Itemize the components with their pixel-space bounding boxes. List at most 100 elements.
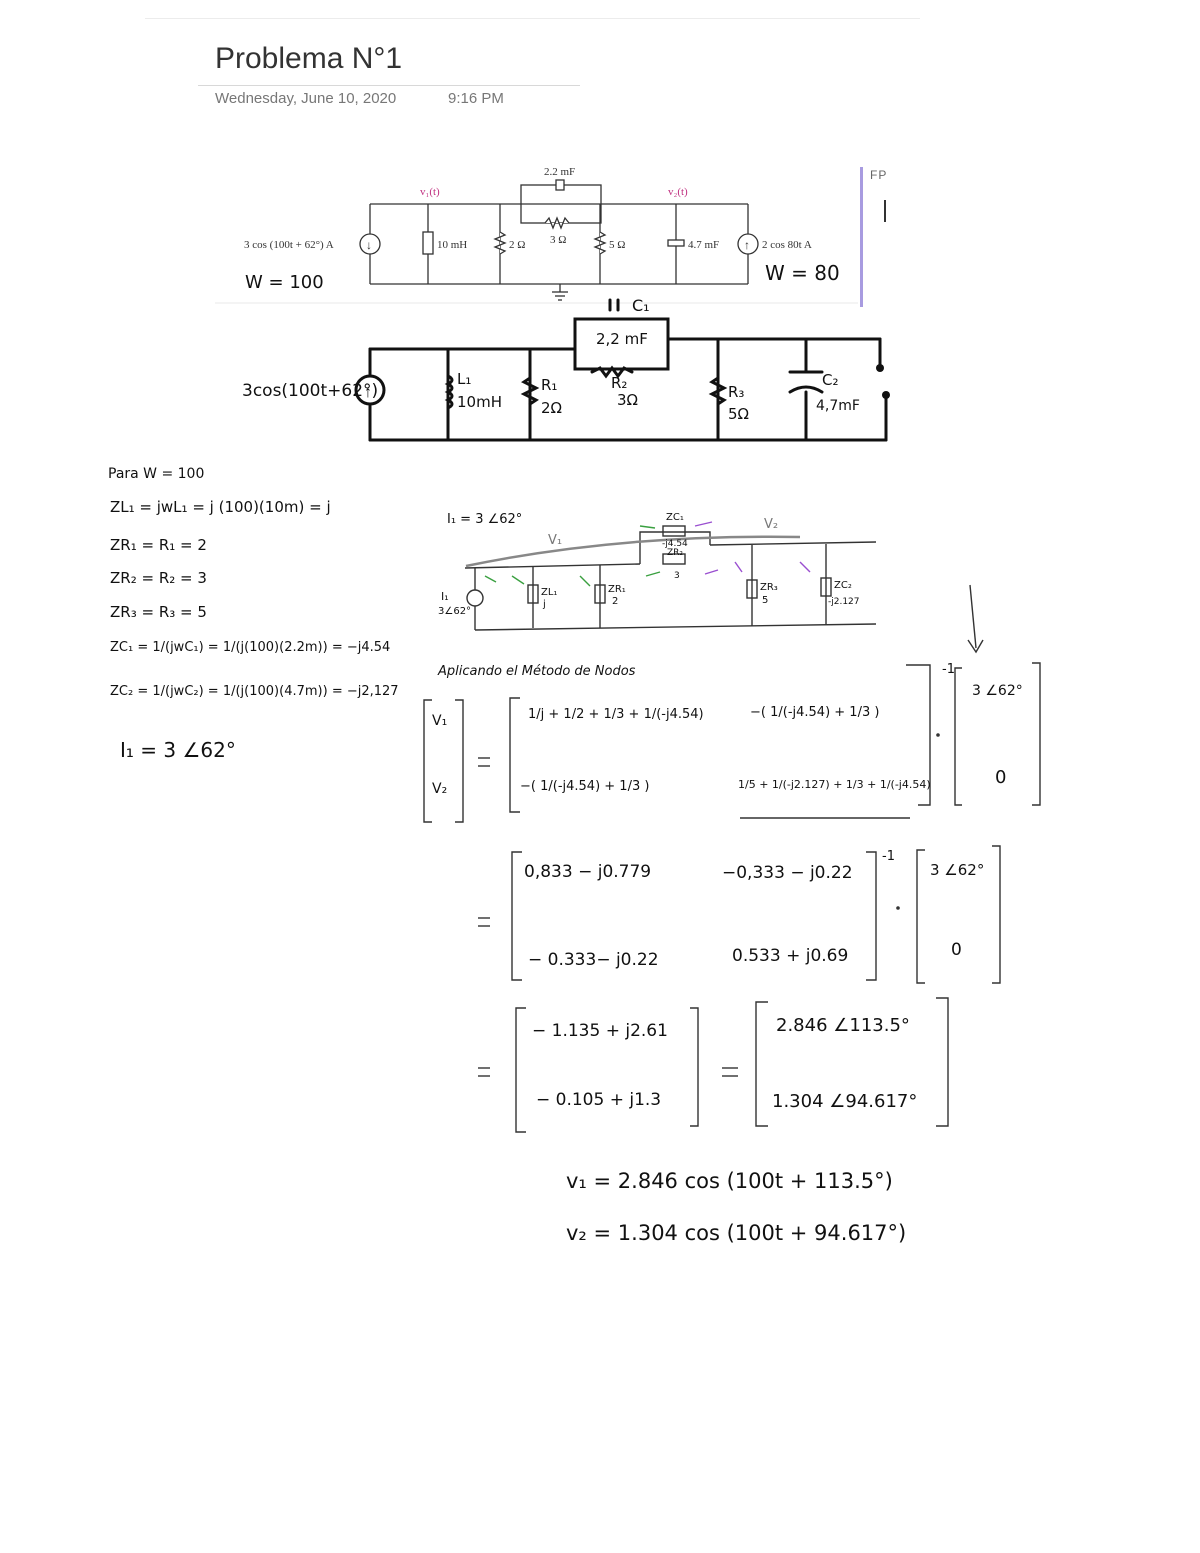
sketch-source-label: I₁: [441, 590, 449, 603]
numeric-matrix-equation: 0,833 − j0.779 −0,333 − j0.22 − 0.333− j…: [478, 845, 1001, 984]
numeric-m12: −0,333 − j0.22: [722, 863, 853, 883]
r3-name: R₃: [728, 383, 744, 401]
page-date: Wednesday, June 10, 2020: [215, 90, 397, 107]
dot-operator: [936, 733, 940, 737]
text-caret: [884, 200, 886, 222]
resistor-r1-symbol: [493, 231, 507, 255]
sketch-current: I₁ = 3 ∠62°: [447, 512, 522, 527]
vector-v1: V₁: [432, 713, 447, 729]
c2-label: 4.7 mF: [688, 239, 719, 251]
r2-name: R₂: [611, 374, 627, 392]
r1-name: R₁: [541, 376, 557, 394]
r1-label: 2 Ω: [509, 239, 525, 251]
sketch-zc1-val: -j4.54: [662, 539, 688, 549]
sketch-zl1: ZL₁: [541, 587, 557, 598]
sketch-v1: V₁: [548, 533, 562, 548]
sketch-zc2: ZC₂: [834, 580, 852, 591]
matrix-a12: −( 1/(-j4.54) + 1/3 ): [750, 705, 879, 720]
c1-name: C₁: [632, 296, 650, 315]
omega-left: W = 100: [245, 272, 324, 293]
numeric-b2: 0: [951, 940, 962, 960]
sketch-zr2: ZR₂: [667, 548, 683, 558]
r3-value: 5Ω: [728, 405, 749, 423]
final-answers: v₁ = 2.846 cos (100t + 113.5°) v₂ = 1.30…: [566, 1169, 906, 1245]
matrix-a21: −( 1/(-j4.54) + 1/3 ): [520, 779, 649, 794]
resistor-r3-symbol: [593, 231, 607, 255]
l1-name: L₁: [457, 370, 471, 388]
r3-label: 5 Ω: [609, 239, 625, 251]
side-tag: FP: [870, 168, 888, 182]
source-right-arrow: ↑: [744, 238, 750, 252]
sketch-zl1-val: j: [542, 599, 546, 610]
matrix-a22: 1/5 + 1/(-j2.127) + 1/3 + 1/(-j4.54): [738, 778, 931, 791]
method-label: Aplicando el Método de Nodos: [437, 664, 636, 679]
impedance-line-1: ZL₁ = jwL₁ = j (100)(10m) = j: [110, 498, 331, 516]
c2-name: C₂: [822, 371, 839, 389]
numeric-b1: 3 ∠62°: [930, 861, 984, 879]
final-line-1: v₁ = 2.846 cos (100t + 113.5°): [566, 1169, 893, 1193]
title-divider: [198, 85, 580, 86]
current-source-left: [359, 233, 381, 255]
nodal-matrix-equation: Aplicando el Método de Nodos V₁ V₂ 1/j +…: [423, 662, 1041, 823]
source-left-arrow: ↓: [366, 238, 372, 252]
numeric-m21: − 0.333− j0.22: [528, 950, 659, 970]
result-p2: 1.304 ∠94.617°: [772, 1091, 917, 1112]
impedance-heading: Para W = 100: [108, 466, 204, 482]
capacitor-c2-symbol: [667, 239, 685, 247]
result-vectors: − 1.135 + j2.61 − 0.105 + j1.3 2.846 ∠11…: [478, 997, 949, 1133]
v1-label: v₁(t): [420, 186, 440, 198]
impedance-block: Para W = 100 ZL₁ = jwL₁ = j (100)(10m) =…: [108, 466, 399, 762]
numeric-inverse: -1: [882, 849, 895, 864]
capacitor-c1-symbol: [555, 179, 565, 191]
redrawn-circuit: ↑ 3cos(100t+62°) L₁ 10mH R₁ 2Ω C₁ 2,2 mF…: [242, 296, 890, 442]
impedance-current: I₁ = 3 ∠62°: [120, 738, 236, 762]
inductor-label: 10 mH: [437, 239, 467, 251]
c2-value: 4,7mF: [816, 398, 860, 414]
r2-label: 3 Ω: [550, 234, 566, 246]
impedance-line-3: ZR₂ = R₂ = 3: [110, 569, 207, 587]
r2-value: 3Ω: [617, 391, 638, 409]
result-r2: − 0.105 + j1.3: [536, 1090, 661, 1110]
sketch-zr1-val: 2: [612, 596, 618, 607]
page-title: Problema N°1: [215, 42, 403, 75]
node-sketch: I₁ = 3 ∠62° V₁ V₂ I₁ 3∠62° ZL₁ j ZR₁ 2 Z…: [438, 512, 984, 654]
final-line-2: v₂ = 1.304 cos (100t + 94.617°): [566, 1221, 906, 1245]
dot-operator-2: [896, 906, 900, 910]
l1-value: 10mH: [457, 393, 502, 411]
impedance-line-2: ZR₁ = R₁ = 2: [110, 536, 207, 554]
impedance-line-6: ZC₂ = 1/(jwC₂) = 1/(j(100)(4.7m)) = −j2,…: [110, 684, 399, 699]
vector-b1: 3 ∠62°: [972, 683, 1023, 699]
vector-v2: V₂: [432, 781, 447, 797]
redrawn-source: [354, 374, 386, 406]
resistor-r2-symbol: [544, 216, 570, 230]
side-bar: [860, 167, 863, 307]
page-time: 9:16 PM: [448, 90, 504, 107]
redrawn-source-arrow: ↑: [364, 384, 372, 401]
inductor-symbol: [422, 231, 434, 255]
matrix-inverse: -1: [942, 662, 955, 677]
c1-value: 2,2 mF: [596, 330, 648, 348]
source-left-label: 3 cos (100t + 62°) A: [244, 239, 334, 251]
top-rule: [145, 18, 920, 19]
v2-label: v₂(t): [668, 186, 688, 198]
sketch-zc1: ZC₁: [666, 512, 684, 523]
numeric-m11: 0,833 − j0.779: [524, 862, 651, 882]
sketch-v2: V₂: [764, 517, 778, 532]
sketch-zc2-val: -j2.127: [828, 597, 860, 607]
sketch-zr2-val: 3: [674, 571, 680, 581]
sketch-zr1: ZR₁: [608, 584, 626, 595]
c1-label: 2.2 mF: [544, 166, 575, 178]
impedance-line-5: ZC₁ = 1/(jwC₁) = 1/(j(100)(2.2m)) = −j4.…: [110, 640, 390, 655]
numeric-m22: 0.533 + j0.69: [732, 946, 848, 966]
sketch-source-value: 3∠62°: [438, 606, 471, 617]
result-r1: − 1.135 + j2.61: [532, 1021, 668, 1041]
redrawn-source-label: 3cos(100t+62°): [242, 381, 378, 401]
omega-right: W = 80: [765, 261, 840, 285]
source-right-label: 2 cos 80t A: [762, 239, 812, 251]
sketch-zr3-val: 5: [762, 595, 768, 606]
original-circuit: ↓ ↑ v₁(t) v₂(t) 3 cos (100t + 62°) A 10 …: [215, 166, 858, 304]
impedance-line-4: ZR₃ = R₃ = 5: [110, 603, 207, 621]
current-source-right: [737, 233, 759, 255]
r1-value: 2Ω: [541, 399, 562, 417]
vector-b2: 0: [995, 767, 1006, 788]
